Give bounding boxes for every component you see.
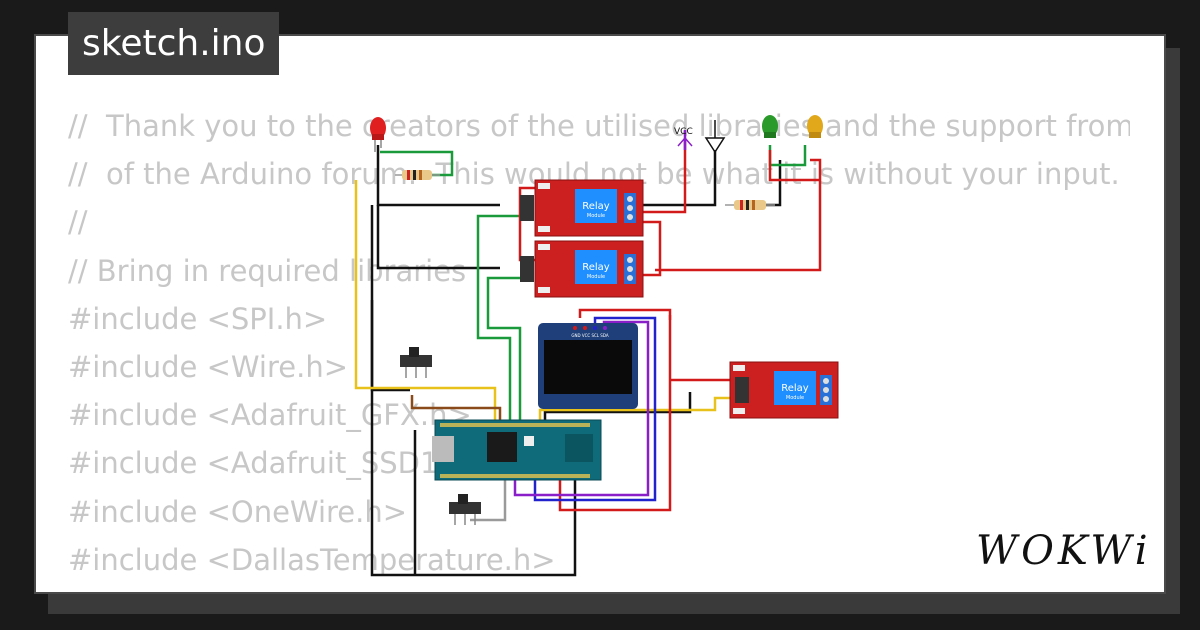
relay-label: Relay xyxy=(781,383,809,394)
wire-green xyxy=(476,214,528,420)
green-led[interactable] xyxy=(762,115,778,138)
oled-pin-labels: GND VCC SCL SDA xyxy=(571,333,608,338)
code-line: // xyxy=(68,205,88,240)
file-tab-label: sketch.ino xyxy=(82,23,266,64)
wire-yellow xyxy=(354,180,497,420)
wire-black xyxy=(370,300,577,577)
wire-red xyxy=(558,315,672,512)
relay-sublabel: Module xyxy=(587,213,605,219)
wokwi-logo: WOKWi xyxy=(976,528,1152,574)
code-line: #include <SPI.h> xyxy=(68,301,328,336)
wire-green xyxy=(486,276,528,420)
code-line: // Thank you to the creators of the util… xyxy=(68,109,1130,143)
vcc-symbol: VCC xyxy=(674,127,693,147)
relay-sublabel: Module xyxy=(786,395,804,401)
code-background: // Thank you to the creators of the util… xyxy=(68,102,1130,582)
resistor[interactable] xyxy=(395,170,440,180)
wire-red xyxy=(655,158,822,272)
wire-black xyxy=(543,392,692,420)
wire-brown xyxy=(410,395,502,420)
relay-label: Relay xyxy=(582,201,610,212)
wire-yellow xyxy=(538,396,740,420)
yellow-led[interactable] xyxy=(807,115,823,138)
relay-module-3[interactable]: Relay Module xyxy=(729,361,839,419)
oled-display[interactable]: GND VCC SCL SDA xyxy=(538,323,638,409)
code-line: #include <OneWire.h> xyxy=(68,494,408,529)
resistor[interactable] xyxy=(725,200,775,210)
wire-red xyxy=(578,308,672,320)
relay-sublabel: Module xyxy=(587,274,605,280)
wire-black xyxy=(642,150,717,207)
vcc-label: VCC xyxy=(674,127,693,137)
relay-module-1[interactable]: Relay Module xyxy=(520,179,644,237)
logo-text: WOKWi xyxy=(976,528,1152,574)
file-tab[interactable]: sketch.ino xyxy=(68,12,280,75)
slide-switch[interactable] xyxy=(449,494,481,525)
wire-red xyxy=(768,150,820,182)
slide-switch[interactable] xyxy=(400,347,432,378)
wire-black xyxy=(376,205,500,270)
wires xyxy=(354,130,822,577)
red-led[interactable] xyxy=(370,117,386,152)
code-line: // of the Arduino forum. This would not … xyxy=(68,157,1120,192)
arduino-nano[interactable] xyxy=(432,419,602,481)
wire-green xyxy=(768,145,807,167)
code-line: // Bring in required libraries xyxy=(68,253,467,288)
wire-red xyxy=(642,140,687,214)
relay-label: Relay xyxy=(582,262,610,273)
wire-purple xyxy=(513,320,650,497)
wire-red xyxy=(642,220,662,277)
wire-gray xyxy=(470,478,507,522)
code-line: #include <Adafruit_GFX.h> xyxy=(68,398,472,433)
relay-module-2[interactable]: Relay Module xyxy=(520,240,644,298)
code-line: #include <DallasTemperature.h> xyxy=(68,542,556,577)
ground-symbol xyxy=(704,120,726,154)
code-line: #include <Wire.h> xyxy=(68,349,349,384)
